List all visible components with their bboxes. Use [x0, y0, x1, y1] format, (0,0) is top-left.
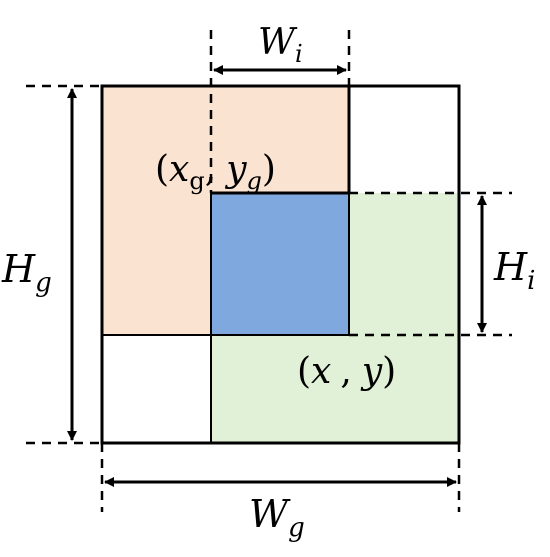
pred-center-label: (x,y) [297, 351, 396, 392]
outer-frame [100, 84, 461, 445]
hi-label: Hi [493, 245, 535, 296]
wg-label: Wg [249, 492, 305, 543]
intersection-region [211, 193, 349, 335]
wi-label: Wi [258, 22, 303, 68]
gt-center-label: (xg,yg) [155, 149, 276, 195]
hg-label: Hg [1, 247, 52, 298]
